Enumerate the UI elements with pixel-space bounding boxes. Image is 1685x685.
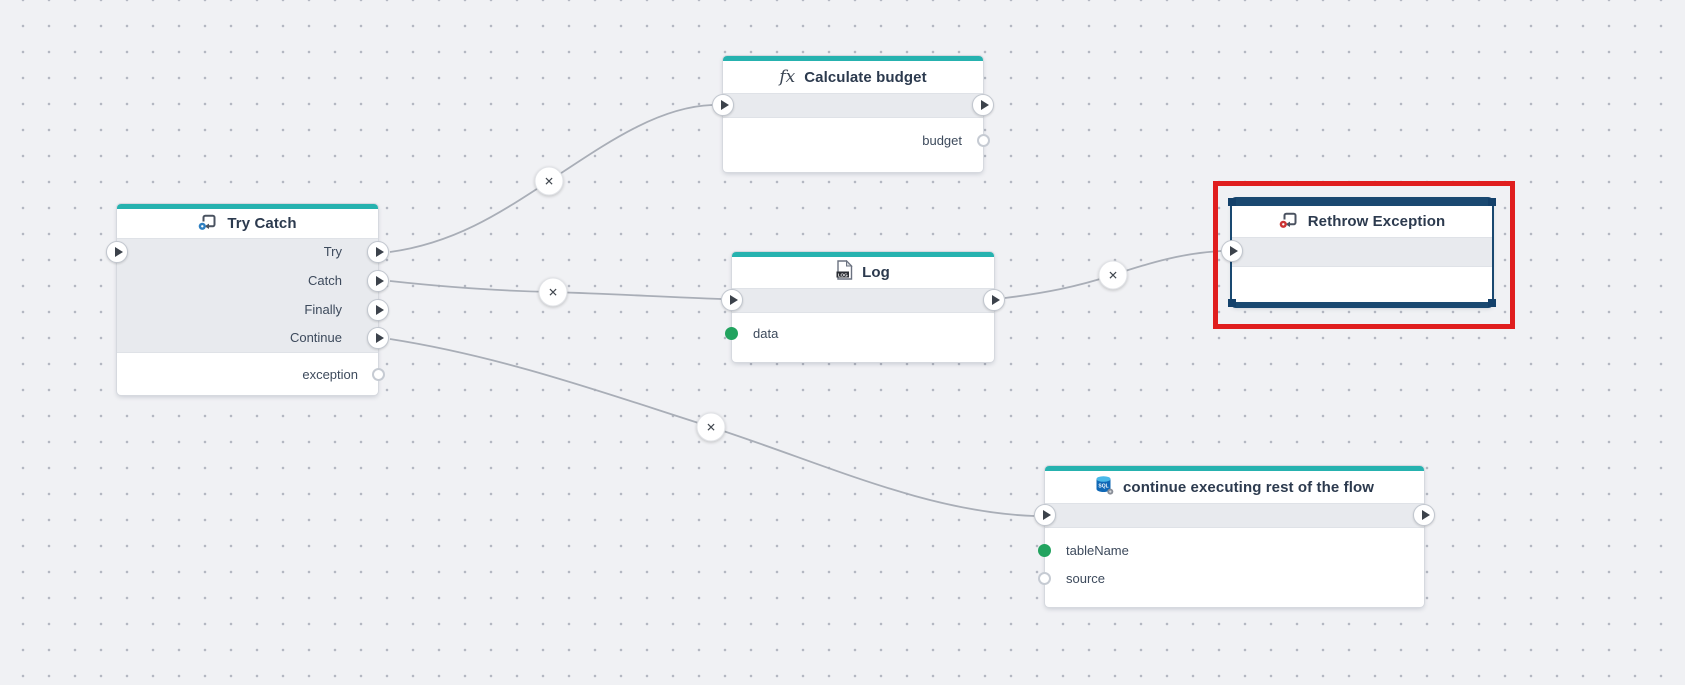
exec-input-port[interactable] <box>721 289 743 311</box>
selection-handle-bottom-right[interactable] <box>1488 299 1496 307</box>
delete-connection-button-catch[interactable]: ✕ <box>538 277 568 307</box>
flow-output-label: Try <box>323 244 342 259</box>
node-accent-bar <box>1232 199 1492 206</box>
node-accent-bar <box>1045 466 1424 471</box>
node-title: continue executing rest of the flow <box>1122 478 1375 496</box>
exec-output-port[interactable] <box>972 94 994 116</box>
value-input-port-data[interactable] <box>725 327 738 340</box>
node-rethrow-exception[interactable]: Rethrow Exception <box>1221 198 1496 307</box>
exec-input-port[interactable] <box>712 94 734 116</box>
node-title: Rethrow Exception <box>1307 213 1446 230</box>
node-header: fx Calculate budget <box>723 61 983 93</box>
fx-icon: fx <box>779 66 796 87</box>
value-output-port-exception[interactable] <box>372 368 385 381</box>
input-label: source <box>1066 571 1106 586</box>
node-accent-bar <box>723 56 983 61</box>
exec-output-port-try[interactable] <box>367 241 389 263</box>
exec-band <box>723 93 983 118</box>
exec-band <box>1232 237 1492 267</box>
flow-output-label: Catch <box>308 273 342 288</box>
rethrow-icon <box>1279 209 1299 234</box>
node-continue-flow[interactable]: SQL continue executing rest of the flow … <box>1034 466 1435 607</box>
value-input-port-source[interactable] <box>1038 572 1051 585</box>
exec-band <box>117 238 378 353</box>
node-accent-bar <box>117 204 378 209</box>
svg-text:SQL: SQL <box>1098 483 1108 489</box>
node-title: Calculate budget <box>804 68 927 86</box>
sql-database-icon: SQL <box>1095 475 1114 500</box>
node-header: Rethrow Exception <box>1232 206 1492 237</box>
node-header: SQL continue executing rest of the flow <box>1045 471 1424 503</box>
node-header: LOG Log <box>732 257 994 288</box>
value-input-port-tablename[interactable] <box>1038 544 1051 557</box>
selection-handle-top-right[interactable] <box>1488 198 1496 206</box>
node-calculate-budget[interactable]: fx Calculate budget budget <box>712 56 994 172</box>
svg-text:LOG: LOG <box>838 272 848 277</box>
output-label: exception <box>302 367 358 382</box>
delete-connection-button-try[interactable]: ✕ <box>534 166 564 196</box>
delete-connection-button-log[interactable]: ✕ <box>1098 260 1128 290</box>
flow-output-label: Continue <box>289 330 342 345</box>
selection-handle-top-left[interactable] <box>1228 198 1236 206</box>
delete-connection-button-continue[interactable]: ✕ <box>696 412 726 442</box>
value-output-port-budget[interactable] <box>977 134 990 147</box>
exec-output-port[interactable] <box>1413 504 1435 526</box>
exec-output-port-continue[interactable] <box>367 327 389 349</box>
exec-input-port[interactable] <box>1221 240 1243 262</box>
exec-output-port-catch[interactable] <box>367 270 389 292</box>
exec-input-port[interactable] <box>1034 504 1056 526</box>
log-file-icon: LOG <box>836 259 853 285</box>
node-accent-bar <box>732 252 994 257</box>
selection-handle-bottom-left[interactable] <box>1228 299 1236 307</box>
exec-band <box>1045 503 1424 528</box>
exec-input-port[interactable] <box>106 241 128 263</box>
node-try-catch[interactable]: Try Catch Try Catch Finally Continue exc… <box>106 204 389 395</box>
node-header: Try Catch <box>117 209 378 238</box>
selection-bottom-bar <box>1232 302 1492 306</box>
node-title: Log <box>862 264 890 281</box>
node-log[interactable]: LOG Log data <box>721 252 1005 362</box>
node-title: Try Catch <box>227 215 297 232</box>
exec-output-port[interactable] <box>983 289 1005 311</box>
input-label: data <box>753 326 779 341</box>
try-catch-icon <box>198 211 218 236</box>
output-label: budget <box>922 133 962 148</box>
exec-band <box>732 288 994 313</box>
exec-output-port-finally[interactable] <box>367 299 389 321</box>
flow-output-label: Finally <box>304 302 342 317</box>
input-label: tableName <box>1066 543 1129 558</box>
